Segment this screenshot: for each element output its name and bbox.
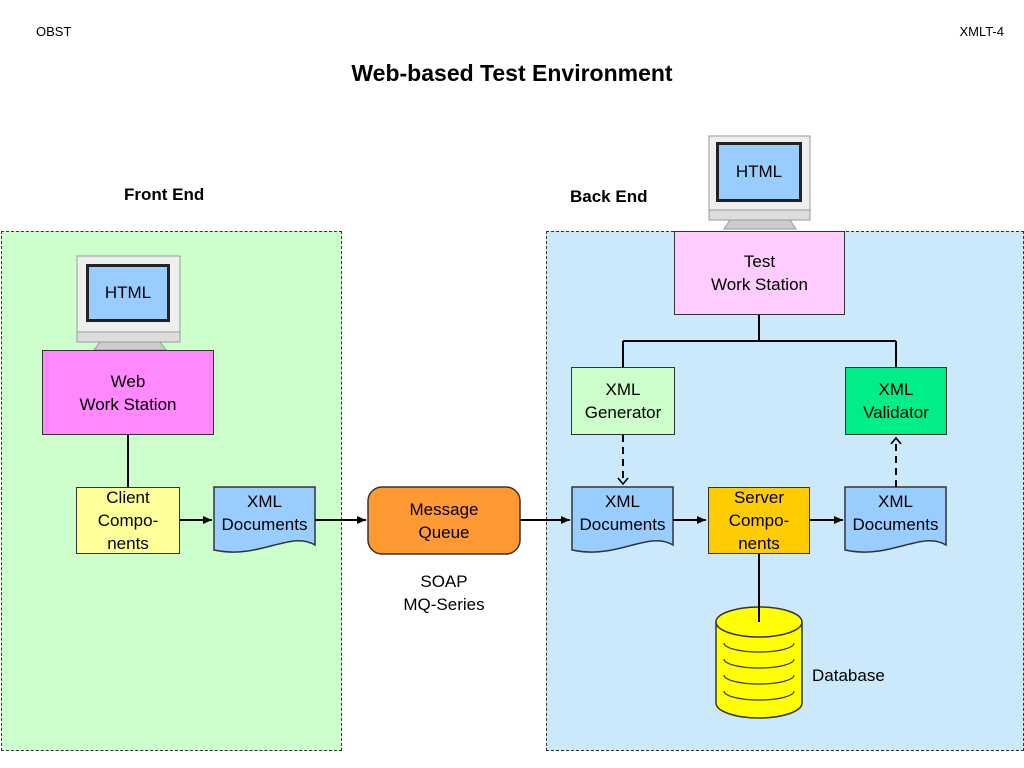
header-left: OBST xyxy=(36,24,72,39)
database-label: Database xyxy=(812,666,885,685)
web-workstation-box: Web Work Station xyxy=(42,350,214,435)
front-end-label: Front End xyxy=(124,185,205,204)
back-monitor-label: HTML xyxy=(735,162,783,181)
front-xml-documents-shape xyxy=(213,486,316,553)
back-xml-documents-out-shape xyxy=(844,486,947,553)
server-components-box: Server Compo- nents xyxy=(708,487,810,554)
back-end-label: Back End xyxy=(570,187,648,206)
back-xml-documents-in-label: XML Documents xyxy=(579,492,666,534)
header-right: XMLT-4 xyxy=(959,24,1004,39)
back-xml-documents-out-label: XML Documents xyxy=(852,492,939,534)
page-title: Web-based Test Environment xyxy=(351,60,673,86)
front-monitor-label: HTML xyxy=(104,283,152,302)
back-monitor-icon xyxy=(708,135,811,230)
protocol-label: SOAP MQ-Series xyxy=(403,572,485,614)
front-xml-documents-label: XML Documents xyxy=(221,492,308,534)
xml-generator-box: XML Generator xyxy=(571,367,675,435)
dashed-connectors xyxy=(617,435,902,487)
database-icon xyxy=(715,606,803,719)
test-workstation-box: Test Work Station xyxy=(674,231,845,315)
connectors xyxy=(127,315,897,622)
xml-validator-box: XML Validator xyxy=(845,367,947,435)
front-monitor-icon xyxy=(76,255,181,351)
back-xml-documents-in-shape xyxy=(571,486,674,553)
message-queue-label: Message Queue xyxy=(409,500,479,542)
client-components-box: Client Compo- nents xyxy=(76,487,180,554)
